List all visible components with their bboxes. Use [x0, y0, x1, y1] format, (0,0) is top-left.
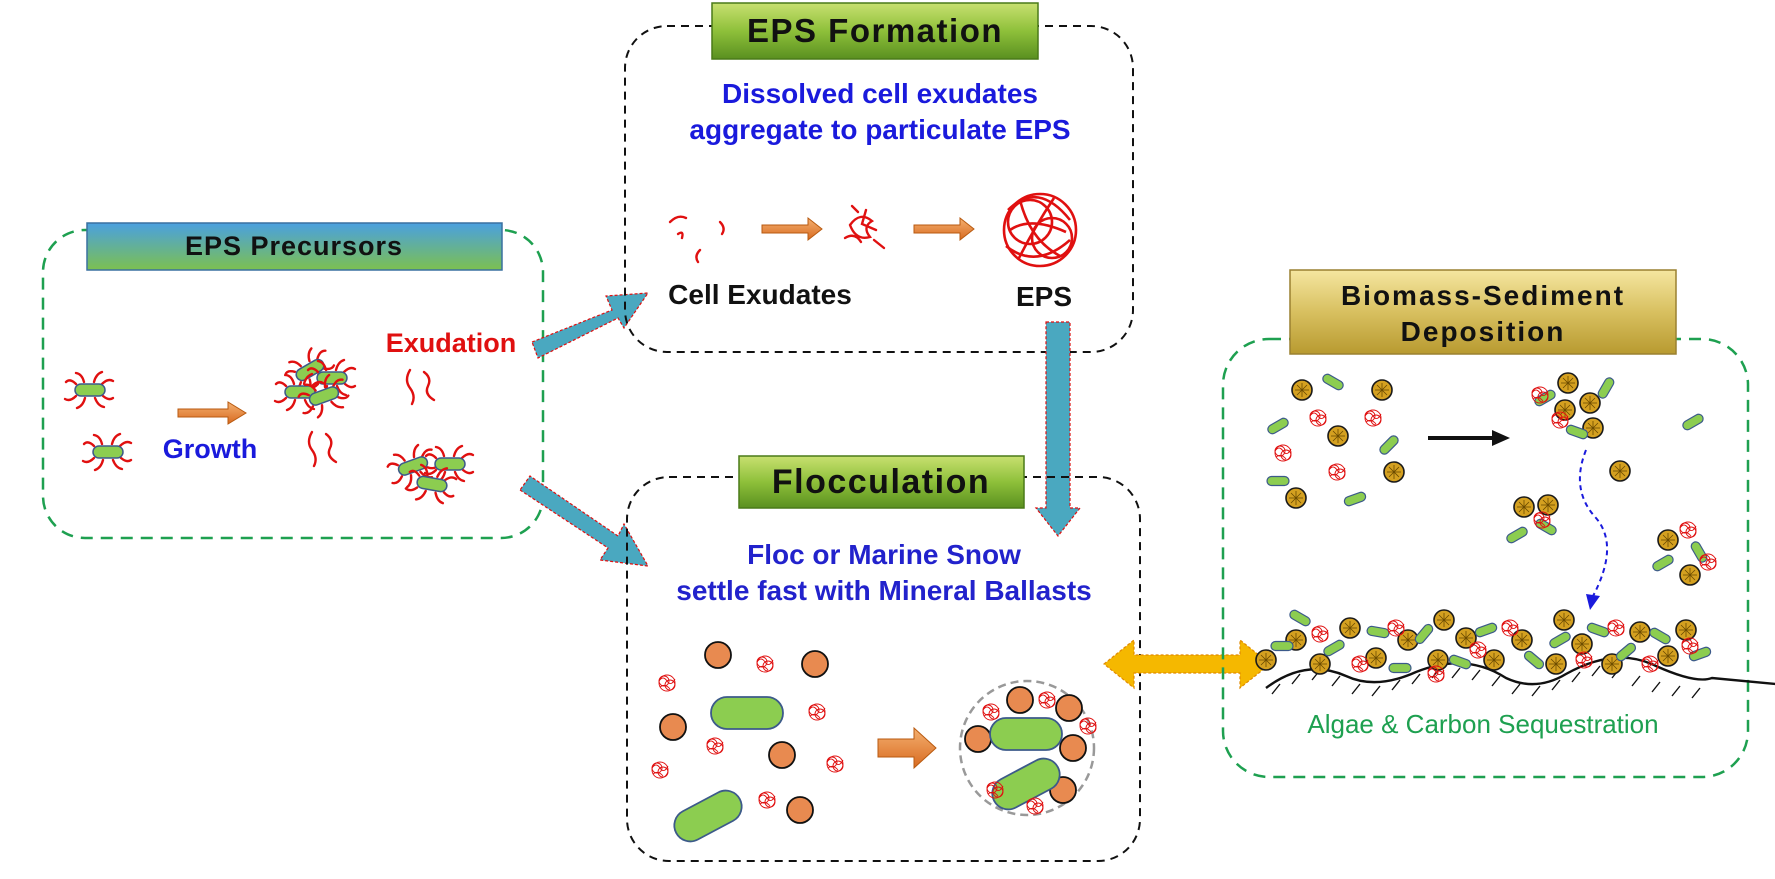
settling-arrow-icon	[1579, 449, 1608, 610]
flocculation-title: Flocculation	[772, 463, 990, 501]
precursors-panel: EPS Precursors Growth Exudation	[41, 222, 545, 540]
flocculation-desc-line1: Floc or Marine Snow	[747, 539, 1021, 570]
bacteria-cluster-icon	[273, 341, 357, 423]
flocculation-panel: Flocculation Floc or Marine Snow settle …	[626, 455, 1141, 862]
floc-cluster-icon	[1650, 521, 1717, 586]
cell-exudates-label: Cell Exudates	[668, 279, 852, 310]
flocculation-title-box	[738, 455, 1025, 509]
deposition-title-box	[1289, 269, 1677, 355]
formation-desc-line1: Dissolved cell exudates	[722, 78, 1038, 109]
suspended-particles-icon	[1265, 372, 1405, 509]
deposition-title-line2: Deposition	[1401, 316, 1566, 347]
precursors-title-box	[86, 222, 503, 271]
exudate-fiber-icon	[307, 430, 338, 468]
eps-ball-icon	[1002, 192, 1078, 268]
growth-label: Growth	[163, 434, 258, 464]
bacteria-cluster-icon	[382, 440, 475, 507]
formation-title-box	[711, 2, 1039, 60]
bacterium-icon	[63, 370, 115, 410]
dissolved-exudates-icon	[668, 215, 725, 264]
sediment-floor-icon	[1255, 608, 1775, 699]
floc-aggregate-icon	[958, 679, 1097, 817]
arrow-formation-to-flocculation-icon	[1034, 321, 1082, 537]
arrow-icon	[913, 216, 975, 242]
double-arrow-icon	[1103, 638, 1271, 690]
dispersed-particles-icon	[651, 641, 844, 843]
eps-label: EPS	[1016, 281, 1072, 312]
formation-title: EPS Formation	[747, 12, 1003, 49]
flocculation-desc-line2: settle fast with Mineral Ballasts	[676, 575, 1091, 606]
exudate-fiber-icon	[405, 368, 436, 406]
deposition-title-line1: Biomass-Sediment	[1341, 280, 1625, 311]
arrow-to-flocculation-icon	[519, 475, 650, 567]
deposition-caption: Algae & Carbon Sequestration	[1307, 709, 1658, 739]
growth-arrow-icon	[177, 401, 247, 425]
precursors-title: EPS Precursors	[185, 231, 403, 261]
arrow-to-formation-icon	[531, 292, 650, 359]
deposition-frame	[1221, 337, 1750, 779]
formation-panel: EPS Formation Dissolved cell exudates ag…	[624, 2, 1134, 353]
aggregation-arrow-icon	[1428, 430, 1510, 446]
arrow-icon	[877, 726, 937, 770]
formation-desc-line2: aggregate to particulate EPS	[689, 114, 1070, 145]
deposition-panel: Biomass-Sediment Deposition	[1221, 269, 1775, 779]
aggregating-fibers-icon	[843, 204, 886, 250]
arrow-icon	[761, 216, 823, 242]
bacterium-icon	[81, 432, 133, 472]
floc-cluster-icon	[1504, 494, 1559, 545]
floc-cluster-icon	[1531, 372, 1706, 482]
exudation-label: Exudation	[386, 328, 517, 358]
